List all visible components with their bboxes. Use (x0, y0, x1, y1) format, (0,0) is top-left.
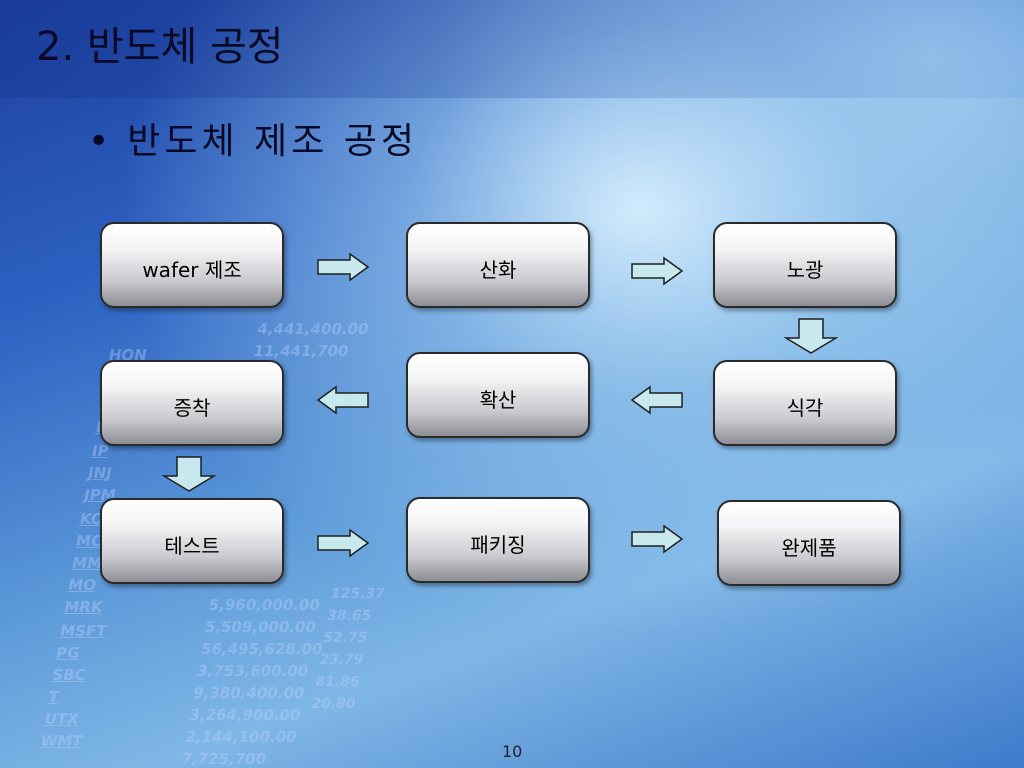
ticker-symbol: MRK (62, 598, 105, 616)
step-label: 식각 (786, 396, 824, 420)
ticker-value: 3,753,600.00 (195, 662, 310, 680)
bullet-item: • 반도체 제조 공정 (88, 112, 418, 164)
step-label: 증착 (173, 396, 211, 420)
left-arrow-icon (316, 385, 369, 415)
ticker-value: 4,441,400.00 (255, 320, 371, 338)
ticker-value: 56,495,628.00 (199, 640, 325, 658)
ticker-value: 11,441,700 (251, 342, 351, 360)
title-band (0, 0, 1024, 98)
step-box-finished-product: 완제품 (717, 500, 901, 586)
left-arrow-icon (630, 385, 683, 415)
ticker-symbol: WMT (39, 732, 85, 750)
ticker-change: 20.80 (309, 696, 357, 712)
right-arrow-icon (631, 524, 684, 554)
ticker-symbol: T (46, 688, 61, 706)
bullet-text: 반도체 제조 공정 (127, 121, 418, 162)
bullet-dot: • (88, 121, 114, 162)
ticker-change: 81.86 (313, 674, 361, 690)
step-label: 테스트 (164, 534, 220, 558)
ticker-value: 5,960,000.00 (207, 596, 322, 614)
ticker-value: 3,264,900.00 (187, 706, 302, 724)
step-box-test: 테스트 (100, 498, 284, 584)
page-number: 10 (502, 742, 523, 761)
right-arrow-icon (631, 256, 684, 286)
step-box-oxidation: 산화 (406, 222, 590, 308)
ticker-symbol: SBC (50, 666, 88, 684)
ticker-symbol: MSFT (58, 622, 108, 640)
ticker-change: 38.65 (325, 608, 373, 624)
ticker-value: 7,725,700 (180, 750, 268, 768)
step-box-deposition: 증착 (100, 360, 284, 446)
ticker-value: 9,380,400.00 (191, 684, 306, 702)
ticker-symbol: UTX (43, 710, 81, 728)
step-label: 완제품 (781, 536, 837, 560)
slide-title: 2. 반도체 공정 (36, 24, 284, 70)
step-box-diffusion: 확산 (406, 352, 590, 438)
ticker-symbol: MO (66, 576, 98, 594)
ticker-value: 2,144,100.00 (183, 728, 299, 746)
ticker-value: 5,509,000.00 (203, 618, 318, 636)
ticker-change: 52.75 (321, 630, 369, 646)
right-arrow-icon (317, 528, 370, 558)
ticker-symbol: PG (54, 644, 82, 662)
step-label: 노광 (786, 258, 824, 282)
right-arrow-icon (317, 252, 370, 282)
step-label: 패키징 (470, 533, 526, 557)
step-box-packaging: 패키징 (406, 497, 590, 583)
ticker-change: 125.37 (329, 586, 387, 602)
step-label: 산화 (479, 258, 517, 282)
step-box-wafer: wafer 제조 (100, 222, 284, 308)
ticker-symbol: JNJ (86, 464, 114, 482)
step-label: wafer 제조 (142, 258, 242, 282)
step-label: 확산 (479, 388, 517, 412)
step-box-etching: 식각 (713, 360, 897, 446)
ticker-change: 23.79 (317, 652, 365, 668)
down-arrow-icon (162, 456, 216, 492)
down-arrow-icon (784, 318, 838, 354)
step-box-exposure: 노광 (713, 222, 897, 308)
